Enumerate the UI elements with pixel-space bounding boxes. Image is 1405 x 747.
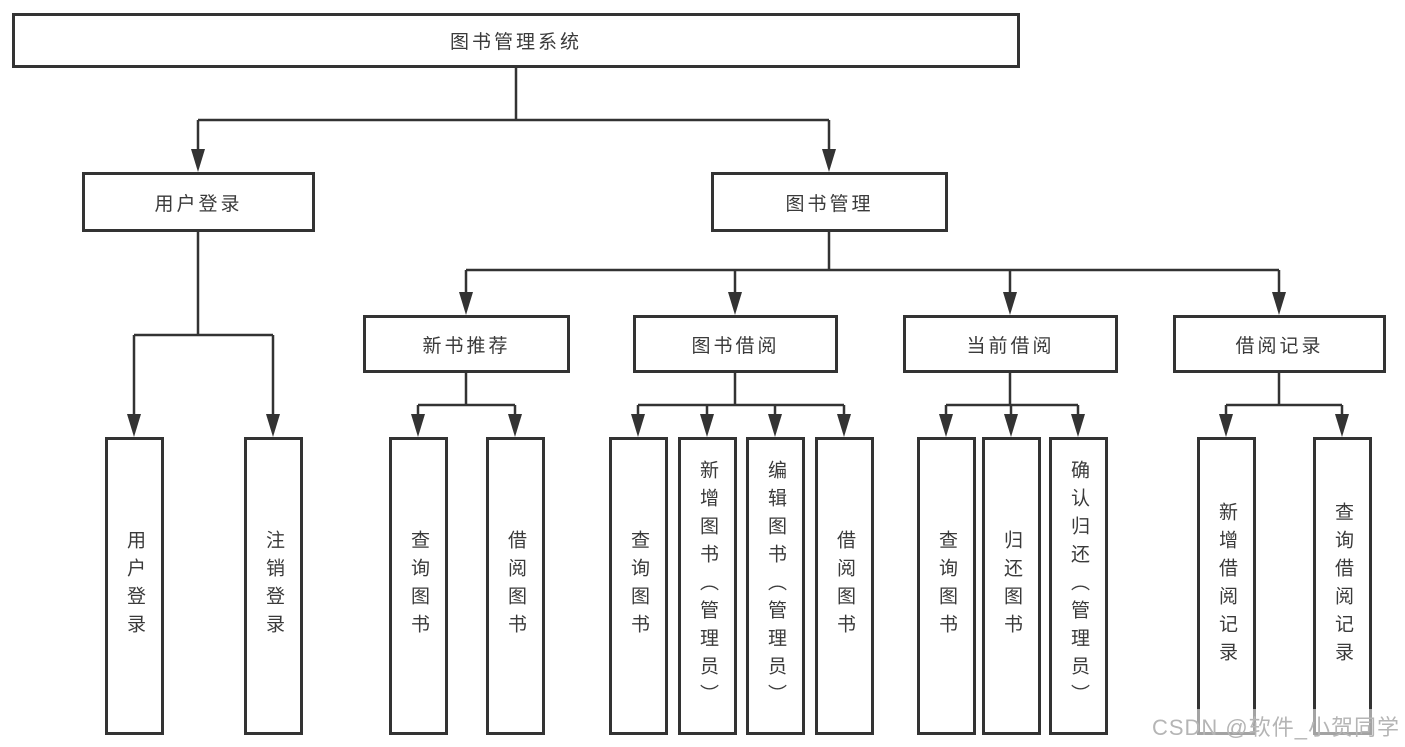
node-user-login: 用户登录 — [82, 172, 315, 232]
node-book-borrow: 图书借阅 — [633, 315, 838, 373]
leaf-borrow-edit-label: 编辑图书（管理员） — [765, 460, 786, 712]
leaf-current-query-label: 查询图书 — [936, 530, 957, 642]
leaf-newbooks-query-label: 查询图书 — [408, 530, 429, 642]
csdn-watermark: CSDN @软件_小贺同学 — [1148, 709, 1403, 743]
leaf-logout-label: 注销登录 — [263, 530, 284, 642]
node-new-book-recommend-label: 新书推荐 — [422, 335, 511, 357]
node-current-borrow-label: 当前借阅 — [966, 335, 1055, 357]
leaf-records-add: 新增借阅记录 — [1197, 437, 1256, 735]
leaf-logout: 注销登录 — [244, 437, 303, 735]
leaf-current-confirm-return: 确认归还（管理员） — [1049, 437, 1108, 735]
leaf-user-login: 用户登录 — [105, 437, 164, 735]
arrowheads — [127, 149, 1349, 437]
node-user-login-label: 用户登录 — [154, 193, 243, 215]
node-root-label: 图书管理系统 — [449, 32, 582, 53]
leaf-borrow-borrow: 借阅图书 — [815, 437, 874, 735]
leaf-records-query-label: 查询借阅记录 — [1332, 502, 1353, 670]
leaf-newbooks-borrow-label: 借阅图书 — [505, 530, 526, 642]
node-borrow-records: 借阅记录 — [1173, 315, 1386, 373]
node-root: 图书管理系统 — [12, 13, 1020, 68]
leaf-borrow-query-label: 查询图书 — [628, 530, 649, 642]
node-book-management: 图书管理 — [711, 172, 948, 232]
leaf-newbooks-borrow: 借阅图书 — [486, 437, 545, 735]
leaf-records-add-label: 新增借阅记录 — [1216, 502, 1237, 670]
leaf-borrow-borrow-label: 借阅图书 — [834, 530, 855, 642]
node-new-book-recommend: 新书推荐 — [363, 315, 570, 373]
leaf-current-return-label: 归还图书 — [1001, 530, 1022, 642]
leaf-borrow-add: 新增图书（管理员） — [678, 437, 737, 735]
leaf-borrow-edit: 编辑图书（管理员） — [746, 437, 805, 735]
node-book-borrow-label: 图书借阅 — [691, 335, 780, 357]
leaf-records-query: 查询借阅记录 — [1313, 437, 1372, 735]
leaf-borrow-query: 查询图书 — [609, 437, 668, 735]
leaf-borrow-add-label: 新增图书（管理员） — [697, 460, 718, 712]
leaf-newbooks-query: 查询图书 — [389, 437, 448, 735]
leaf-user-login-label: 用户登录 — [124, 530, 145, 642]
node-borrow-records-label: 借阅记录 — [1235, 335, 1324, 357]
node-book-management-label: 图书管理 — [785, 193, 874, 215]
leaf-current-return: 归还图书 — [982, 437, 1041, 735]
node-current-borrow: 当前借阅 — [903, 315, 1118, 373]
leaf-current-query: 查询图书 — [917, 437, 976, 735]
leaf-current-confirm-return-label: 确认归还（管理员） — [1068, 460, 1089, 712]
